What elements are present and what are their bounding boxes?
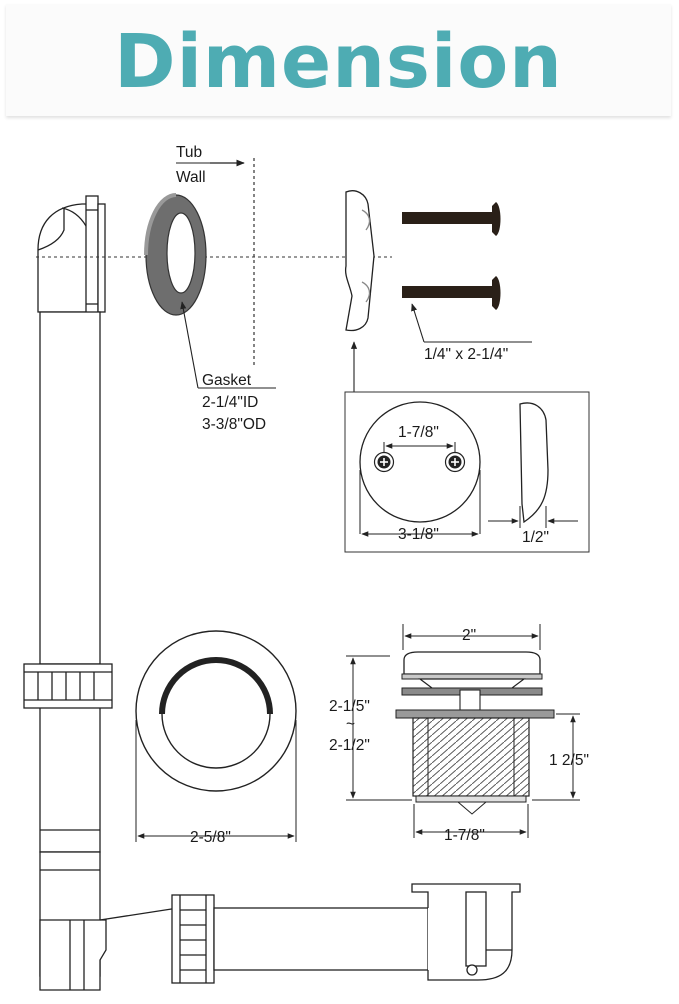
drain-pipe-horizontal: [213, 883, 521, 981]
header-banner: Dimension: [6, 4, 671, 116]
gasket: [144, 193, 207, 316]
stopper-side-view: [395, 651, 555, 815]
flange-diameter-label: 2-5/8": [190, 829, 231, 846]
screw-size-label: 1/4" x 2-1/4": [424, 346, 508, 363]
gasket-id: 2-1/4"ID: [202, 394, 258, 411]
screw-upper: [402, 202, 501, 236]
height-min-label: 2-1/5": [329, 698, 370, 715]
screw-lower: [402, 276, 501, 310]
height-max-label: 2-1/2": [329, 737, 370, 754]
slip-nut-upper: [23, 663, 113, 709]
faceplate-thickness-label: 1/2": [522, 529, 549, 546]
faceplate-side-profile: [344, 190, 375, 332]
phillips-screw-icon: [444, 451, 466, 473]
faceplate-front: [359, 401, 481, 523]
height-tilde: ~: [346, 716, 355, 733]
slip-nut-horizontal: [171, 894, 215, 984]
phillips-screw-icon: [373, 451, 395, 473]
drain-flange-top-view: [135, 630, 297, 792]
gasket-title: Gasket: [202, 372, 252, 389]
drain-tee: [39, 907, 179, 991]
screw-leader: [411, 303, 425, 343]
gasket-leader: [180, 301, 199, 389]
stopper-diameter-label: 2": [462, 627, 476, 644]
faceplate-thickness-profile: [519, 402, 549, 524]
drain-pipe-vertical: [39, 311, 101, 977]
thread-length-label: 1 2/5": [549, 752, 589, 769]
page-title: Dimension: [114, 19, 563, 105]
tub-label: Tub: [176, 144, 202, 161]
thread-diameter-label: 1-7/8": [444, 827, 485, 844]
wall-label: Wall: [176, 169, 206, 186]
faceplate-diameter-label: 3-1/8": [398, 526, 439, 543]
gasket-od: 3-3/8"OD: [202, 416, 266, 433]
hole-spacing-label: 1-7/8": [398, 424, 439, 441]
